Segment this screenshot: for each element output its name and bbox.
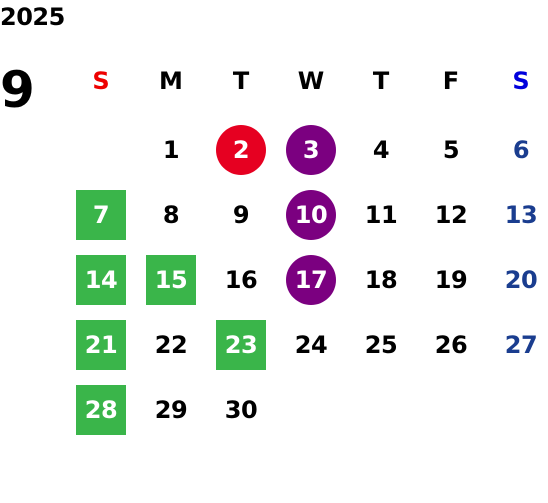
day-cell-19[interactable]: 19 [434,266,468,294]
day-cell-10[interactable]: 10 [286,190,336,240]
day-cell-25[interactable]: 25 [364,331,398,359]
weekday-header-mon: M [159,67,183,95]
day-cell-1[interactable]: 1 [162,136,180,164]
day-cell-26[interactable]: 26 [434,331,468,359]
day-cell-6[interactable]: 6 [512,136,530,164]
day-cell-14[interactable]: 14 [76,255,126,305]
weekday-header-tue: T [232,67,250,95]
calendar-month: 9 [0,61,35,119]
day-cell-3[interactable]: 3 [286,125,336,175]
day-cell-22[interactable]: 22 [154,331,188,359]
day-cell-30[interactable]: 30 [224,396,258,424]
day-cell-5[interactable]: 5 [442,136,460,164]
day-cell-20[interactable]: 20 [504,266,538,294]
day-cell-13[interactable]: 13 [504,201,538,229]
day-cell-28[interactable]: 28 [76,385,126,435]
day-cell-15[interactable]: 15 [146,255,196,305]
day-cell-16[interactable]: 16 [224,266,258,294]
day-cell-7[interactable]: 7 [76,190,126,240]
weekday-header-sun: S [92,67,110,95]
day-cell-29[interactable]: 29 [154,396,188,424]
weekday-header-fri: F [442,67,460,95]
day-cell-9[interactable]: 9 [232,201,250,229]
weekday-header-wed: W [297,67,325,95]
calendar-year: 2025 [0,3,65,31]
day-cell-24[interactable]: 24 [294,331,328,359]
day-cell-27[interactable]: 27 [504,331,538,359]
day-cell-18[interactable]: 18 [364,266,398,294]
day-cell-17[interactable]: 17 [286,255,336,305]
day-cell-11[interactable]: 11 [364,201,398,229]
day-cell-2[interactable]: 2 [216,125,266,175]
weekday-header-sat: S [512,67,530,95]
day-cell-23[interactable]: 23 [216,320,266,370]
weekday-header-thu: T [372,67,390,95]
day-cell-4[interactable]: 4 [372,136,390,164]
day-cell-8[interactable]: 8 [162,201,180,229]
day-cell-21[interactable]: 21 [76,320,126,370]
day-cell-12[interactable]: 12 [434,201,468,229]
